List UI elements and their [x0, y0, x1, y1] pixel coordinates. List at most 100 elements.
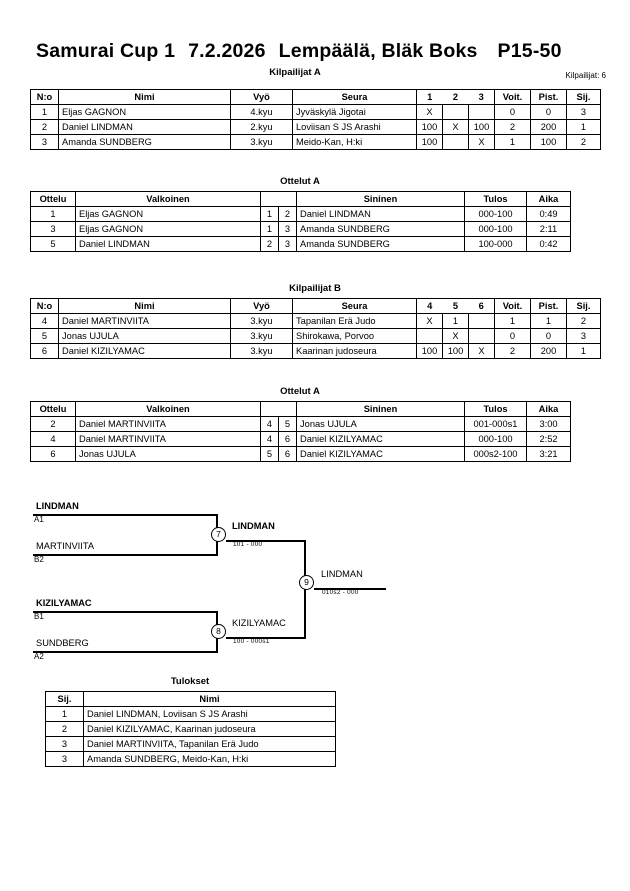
matches-a-block: Ottelut A Ottelu Valkoinen Sininen Tulos… — [30, 176, 571, 252]
cell-result: 001-000s1 — [464, 416, 527, 432]
cell-blue: Jonas UJULA — [296, 416, 465, 432]
col-ottelu: Ottelu — [30, 191, 76, 207]
col-opponent-5: 5 — [442, 298, 469, 314]
cell-vs-5: 1 — [442, 313, 469, 329]
cell-white: Jonas UJULA — [75, 446, 261, 462]
cell-vs-3: X — [468, 134, 495, 150]
table-row: 3 Eljas GAGNON 1 3 Amanda SUNDBERG 000-1… — [30, 221, 571, 237]
col-white-no — [260, 401, 279, 417]
cell-time: 0:49 — [526, 206, 571, 222]
pool-b-header-row: N:o Nimi Vyö Seura 4 5 6 Voit. Pist. Sij… — [30, 298, 601, 314]
matches-a-caption: Ottelut A — [280, 176, 320, 187]
cell-result: 000-100 — [464, 431, 527, 447]
cell-vs-6 — [468, 328, 495, 344]
cell-vs-4 — [416, 328, 443, 344]
cell-wins: 0 — [494, 328, 531, 344]
col-no: N:o — [30, 89, 59, 105]
matches-a-table: Ottelu Valkoinen Sininen Tulos Aika 1 El… — [30, 191, 571, 252]
pool-a-header-caption: Kilpailijat A — [269, 67, 321, 78]
col-blue-no — [278, 191, 297, 207]
cell-vs-2 — [442, 104, 469, 120]
cell-blue-no: 6 — [278, 431, 297, 447]
cell-belt: 4.kyu — [230, 104, 293, 120]
results-caption: Tulokset — [170, 676, 210, 687]
bracket-line-entry-3 — [33, 611, 218, 613]
col-nimi: Nimi — [58, 298, 231, 314]
cell-belt: 3.kyu — [230, 328, 293, 344]
col-opponent-2: 2 — [442, 89, 469, 105]
cell-points: 100 — [530, 134, 567, 150]
cell-vs-6: X — [468, 343, 495, 359]
cell-name: Jonas UJULA — [58, 328, 231, 344]
cell-name: Daniel KIZILYAMAC — [58, 343, 231, 359]
matches-b-table: Ottelu Valkoinen Sininen Tulos Aika 2 Da… — [30, 401, 571, 462]
results-header-row: Sij. Nimi — [45, 691, 336, 707]
bracket-node-7: 7 — [211, 527, 226, 542]
cell-blue: Daniel LINDMAN — [296, 206, 465, 222]
cell-result: 000-100 — [464, 206, 527, 222]
cell-name: Daniel KIZILYAMAC, Kaarinan judoseura — [83, 721, 336, 737]
cell-rank: 2 — [566, 134, 601, 150]
table-row: 1 Eljas GAGNON 4.kyu Jyväskylä Jigotai X… — [30, 104, 601, 120]
col-nimi: Nimi — [83, 691, 336, 707]
cell-no: 3 — [30, 134, 59, 150]
cell-rank: 2 — [566, 313, 601, 329]
bracket-entry-seed-3: B1 — [34, 612, 44, 621]
cell-club: Kaarinan judoseura — [292, 343, 417, 359]
cell-wins: 2 — [494, 119, 531, 135]
cell-name: Daniel LINDMAN — [58, 119, 231, 135]
cell-white-no: 2 — [260, 236, 279, 252]
bracket-line-entry-2 — [33, 554, 218, 556]
cell-blue: Daniel KIZILYAMAC — [296, 431, 465, 447]
bracket-line-sf1-winner — [226, 540, 306, 542]
cell-blue-no: 3 — [278, 236, 297, 252]
cell-result: 000s2-100 — [464, 446, 527, 462]
pool-a-block: N:o Nimi Vyö Seura 1 2 3 Voit. Pist. Sij… — [30, 89, 601, 150]
cell-no: 5 — [30, 328, 59, 344]
cell-result: 100-000 — [464, 236, 527, 252]
cell-club: Meido-Kan, H:ki — [292, 134, 417, 150]
cell-no: 6 — [30, 343, 59, 359]
cell-name: Eljas GAGNON — [58, 104, 231, 120]
cell-club: Shirokawa, Porvoo — [292, 328, 417, 344]
cell-time: 0:42 — [526, 236, 571, 252]
bracket-entry-seed-4: A2 — [34, 652, 44, 661]
cell-match-no: 1 — [30, 206, 76, 222]
bracket-sf2-score: 100 - 000s1 — [233, 638, 270, 645]
cell-white: Daniel LINDMAN — [75, 236, 261, 252]
cell-blue-no: 6 — [278, 446, 297, 462]
col-blue-no — [278, 401, 297, 417]
table-row: 2 Daniel LINDMAN 2.kyu Loviisan S JS Ara… — [30, 119, 601, 135]
cell-name: Amanda SUNDBERG — [58, 134, 231, 150]
col-pist: Pist. — [530, 298, 567, 314]
cell-blue: Amanda SUNDBERG — [296, 236, 465, 252]
cell-rank: 1 — [566, 343, 601, 359]
bracket-entry-seed-2: B2 — [34, 555, 44, 564]
bracket-node-9: 9 — [299, 575, 314, 590]
cell-no: 2 — [30, 119, 59, 135]
cell-white-no: 4 — [260, 416, 279, 432]
cell-time: 2:11 — [526, 221, 571, 237]
cell-belt: 3.kyu — [230, 343, 293, 359]
matches-b-header-row: Ottelu Valkoinen Sininen Tulos Aika — [30, 401, 571, 417]
col-white-no — [260, 191, 279, 207]
cell-vs-2 — [442, 134, 469, 150]
col-pist: Pist. — [530, 89, 567, 105]
bracket-entry-name-2: MARTINVIITA — [36, 541, 95, 551]
col-ottelu: Ottelu — [30, 401, 76, 417]
col-no: N:o — [30, 298, 59, 314]
table-row: 4 Daniel MARTINVIITA 3.kyu Tapanilan Erä… — [30, 313, 601, 329]
col-vyo: Vyö — [230, 298, 293, 314]
table-row: 3 Daniel MARTINVIITA, Tapanilan Erä Judo — [45, 736, 336, 752]
pool-a-table: N:o Nimi Vyö Seura 1 2 3 Voit. Pist. Sij… — [30, 89, 601, 150]
cell-vs-1: 100 — [416, 119, 443, 135]
entrants-count: Kilpailijat: 6 — [565, 71, 606, 80]
cell-match-no: 3 — [30, 221, 76, 237]
bracket-final-score: 010s2 - 000 — [322, 589, 359, 596]
cell-rank: 3 — [566, 104, 601, 120]
matches-b-block: Ottelut A Ottelu Valkoinen Sininen Tulos… — [30, 386, 571, 462]
col-sininen: Sininen — [296, 401, 465, 417]
cell-vs-5: X — [442, 328, 469, 344]
